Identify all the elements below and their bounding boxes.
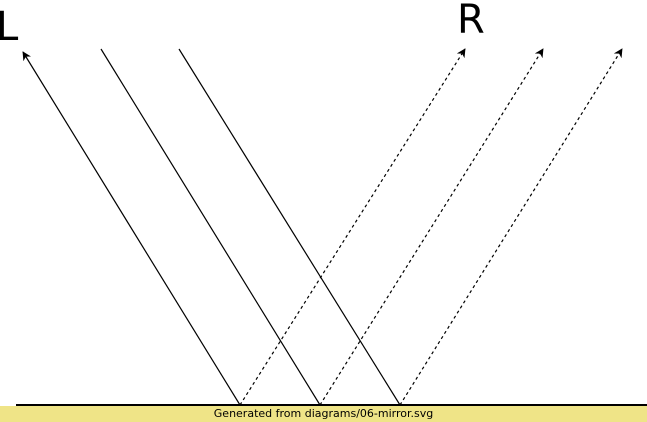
ray-right-2: [319, 48, 544, 406]
ray-left-3: [178, 48, 401, 406]
footer-caption: Generated from diagrams/06-mirror.svg: [0, 406, 647, 422]
label-right: R: [457, 0, 485, 43]
ray-left-2: [100, 48, 321, 406]
ray-right-1: [239, 48, 466, 406]
ray-left-1: [22, 51, 241, 406]
ray-right-3: [399, 48, 623, 406]
label-left: L: [0, 4, 19, 50]
